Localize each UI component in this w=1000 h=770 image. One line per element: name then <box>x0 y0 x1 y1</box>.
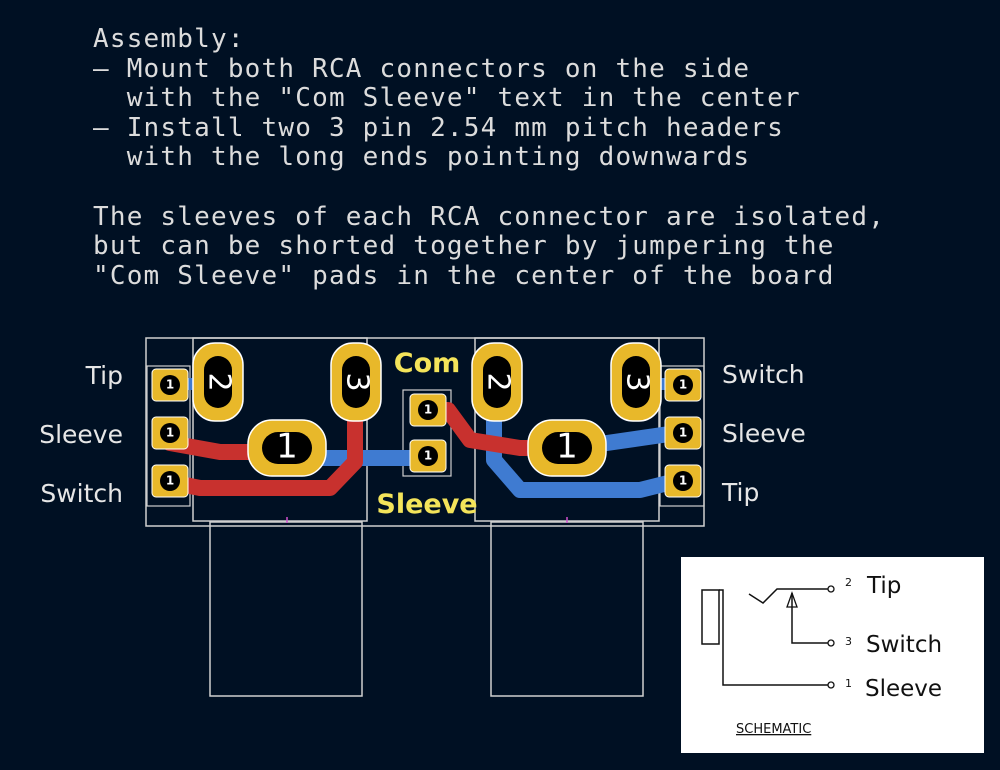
left-label-switch: Switch <box>40 479 123 508</box>
com-jumper-outline <box>402 389 452 477</box>
pad-number: 2 <box>202 372 237 391</box>
pad-number: 1 <box>166 426 174 440</box>
left-jack-outline <box>192 337 368 522</box>
right-header-pad-tip: 1 <box>664 464 702 498</box>
left-jack-pad-2: 2 <box>192 342 244 422</box>
pad-number: 1 <box>276 427 298 467</box>
notes-line: with the long ends pointing downwards <box>93 142 751 173</box>
switch-wire <box>791 593 828 644</box>
schematic-caption: SCHEMATIC <box>736 722 811 737</box>
left-jack-pad-1: 1 <box>247 419 327 477</box>
left-header-pad-tip: 1 <box>151 368 189 402</box>
pin-label: Sleeve <box>865 676 942 702</box>
right-jack-pad-2: 2 <box>471 342 523 422</box>
pad-number: 3 <box>620 372 655 391</box>
right-label-tip: Tip <box>721 478 759 507</box>
trace-top <box>162 387 363 496</box>
right-label-switch: Switch <box>722 360 805 389</box>
pad-number: 1 <box>424 449 432 463</box>
right-jack-pad-3: 3 <box>610 342 662 422</box>
pad-number: 1 <box>166 378 174 392</box>
pad-number: 1 <box>556 427 578 467</box>
left-header-outline <box>146 365 191 507</box>
schematic-inset: 2 Tip 3 Switch 1 Sleeve SCHEMATIC <box>681 557 984 753</box>
notes-line: "Com Sleeve" pads in the center of the b… <box>93 260 835 291</box>
tip-wire <box>748 588 828 604</box>
notes-line: Assembly: <box>93 24 245 54</box>
assembly-notes: Assembly: — Mount both RCA connectors on… <box>93 24 886 291</box>
terminal-icon <box>827 681 835 689</box>
left-header-pad-switch: 1 <box>151 464 189 498</box>
left-label-tip: Tip <box>85 361 123 390</box>
pin-number: 3 <box>845 635 852 648</box>
right-label-sleeve: Sleeve <box>722 419 806 448</box>
notes-line: — Install two 3 pin 2.54 mm pitch header… <box>93 112 784 143</box>
left-jack-pad-3: 3 <box>330 342 382 422</box>
pin-label: Tip <box>866 573 901 599</box>
sleeve-wire <box>719 589 828 686</box>
notes-line: — Mount both RCA connectors on the side <box>93 53 751 84</box>
pin-number: 2 <box>845 576 852 589</box>
com-jumper-pad-top: 1 <box>409 393 447 427</box>
notes-line: with the "Com Sleeve" text in the center <box>93 83 801 114</box>
left-header-pad-sleeve: 1 <box>151 416 189 450</box>
sleeve-contact-shape <box>701 589 720 645</box>
terminal-icon <box>827 585 835 593</box>
right-jack-body <box>490 521 644 697</box>
com-jumper-pad-bottom: 1 <box>409 439 447 473</box>
pad-number: 1 <box>679 378 687 392</box>
pad-number: 1 <box>679 426 687 440</box>
switch-arrow-icon <box>786 591 798 608</box>
notes-line: but can be shorted together by jumpering… <box>93 231 835 262</box>
notes-line: The sleeves of each RCA connector are is… <box>93 201 886 232</box>
silk-com-label: Com <box>394 348 461 379</box>
schematic-diagram: 2 Tip 3 Switch 1 Sleeve SCHEMATIC <box>701 573 942 737</box>
pad-number: 1 <box>679 474 687 488</box>
right-jack-pad-1: 1 <box>527 419 607 477</box>
pad-number: 3 <box>340 372 375 391</box>
terminal-icon <box>827 639 835 647</box>
left-jack-body <box>209 521 363 697</box>
pad-number: 2 <box>481 372 516 391</box>
right-header-pad-switch: 1 <box>664 368 702 402</box>
pin-number: 1 <box>845 677 852 690</box>
pad-number: 1 <box>424 403 432 417</box>
silk-sleeve-label: Sleeve <box>376 489 477 520</box>
pad-number: 1 <box>166 474 174 488</box>
pin-label: Switch <box>866 632 942 658</box>
left-label-sleeve: Sleeve <box>39 420 123 449</box>
right-header-pad-sleeve: 1 <box>664 416 702 450</box>
